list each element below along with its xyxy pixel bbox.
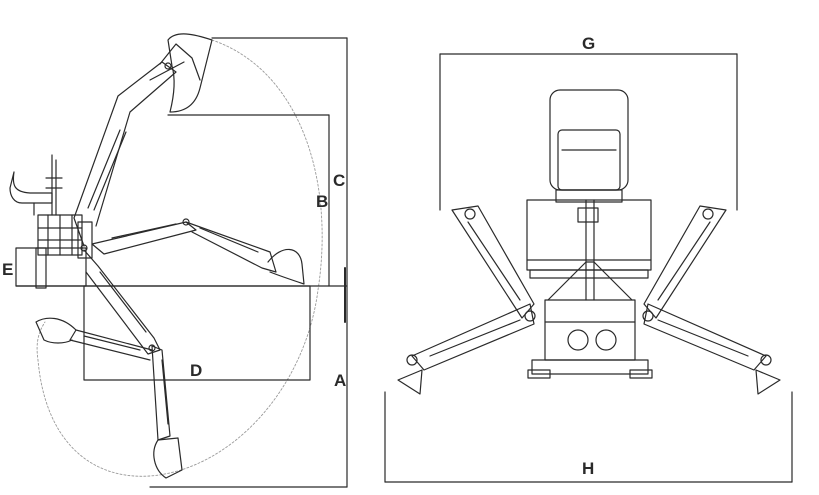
lowered-stick: [151, 345, 171, 441]
lowered-boom: [83, 249, 161, 355]
seat-cushion: [557, 129, 621, 191]
left-stabilizer-raised-pin: [464, 208, 476, 220]
center-a-frame: [547, 261, 633, 301]
left-stabilizer-raised: [451, 205, 535, 319]
left-stabilizer-foot: [397, 369, 423, 395]
raised-boom-cylinder: [87, 129, 121, 209]
right-stabilizer-lowered-cylinder: [657, 319, 749, 357]
frame-lower-plate: [529, 269, 649, 279]
extended-stick-cylinder: [199, 227, 259, 253]
pivot-pin-3: [148, 344, 156, 352]
raised-bucket: [167, 33, 213, 113]
label-d: D: [190, 361, 202, 380]
curled-stick: [69, 329, 153, 361]
swing-post: [77, 221, 93, 259]
hitch-cylinder-right: [595, 329, 617, 351]
pivot-pin-4: [164, 62, 172, 70]
dimension-e-box: [15, 247, 87, 287]
extended-boom-cylinder: [111, 223, 177, 239]
reach-envelope-arc: [36, 39, 323, 477]
seat-base: [555, 189, 623, 203]
left-pivot-pin: [524, 310, 536, 322]
label-g: G: [582, 34, 595, 53]
left-stabilizer-lowered-cylinder: [429, 319, 521, 357]
left-stabilizer-raised-cylinder: [467, 221, 521, 301]
extended-stick: [185, 221, 277, 273]
extended-boom: [91, 221, 197, 255]
label-c: C: [333, 171, 345, 190]
extended-bucket: [267, 248, 305, 285]
pivot-pin-1: [80, 244, 88, 252]
label-a: A: [334, 371, 346, 390]
hitch-foot-left: [527, 369, 551, 379]
right-stabilizer-lowered-pin: [760, 354, 772, 366]
label-b: B: [316, 192, 328, 211]
right-stabilizer-foot: [755, 369, 781, 395]
lowered-stick-cylinder: [161, 359, 169, 425]
right-pivot-pin: [642, 310, 654, 322]
lowered-boom-cylinder: [99, 271, 147, 333]
seat-backrest: [549, 89, 629, 191]
curled-stick-cylinder: [83, 335, 141, 351]
label-h: H: [582, 459, 594, 478]
right-stabilizer-raised-cylinder: [657, 221, 711, 301]
center-valve: [577, 207, 599, 223]
left-stabilizer-lowered-pin: [406, 354, 418, 366]
raised-boom-cylinder-rod: [93, 131, 127, 211]
right-stabilizer-lowered: [643, 303, 767, 371]
raised-boom: [73, 61, 177, 247]
rear-view: [384, 53, 793, 483]
pivot-pin-2: [182, 218, 190, 226]
right-stabilizer-raised-pin: [702, 208, 714, 220]
side-view: [9, 33, 348, 488]
stabilizer-leg: [35, 247, 47, 289]
curled-bucket: [35, 317, 77, 344]
label-e: E: [2, 260, 13, 279]
hitch-bottom: [531, 359, 649, 375]
lowered-bucket: [153, 437, 183, 479]
hitch-foot-right: [629, 369, 653, 379]
raised-stick: [159, 43, 201, 81]
raised-stick-cylinder: [149, 61, 185, 81]
left-stabilizer-lowered: [411, 303, 535, 371]
dimension-d-box: [83, 285, 311, 381]
right-stabilizer-raised: [643, 205, 727, 319]
hitch-body: [544, 299, 636, 361]
hitch-cylinder-left: [567, 329, 589, 351]
